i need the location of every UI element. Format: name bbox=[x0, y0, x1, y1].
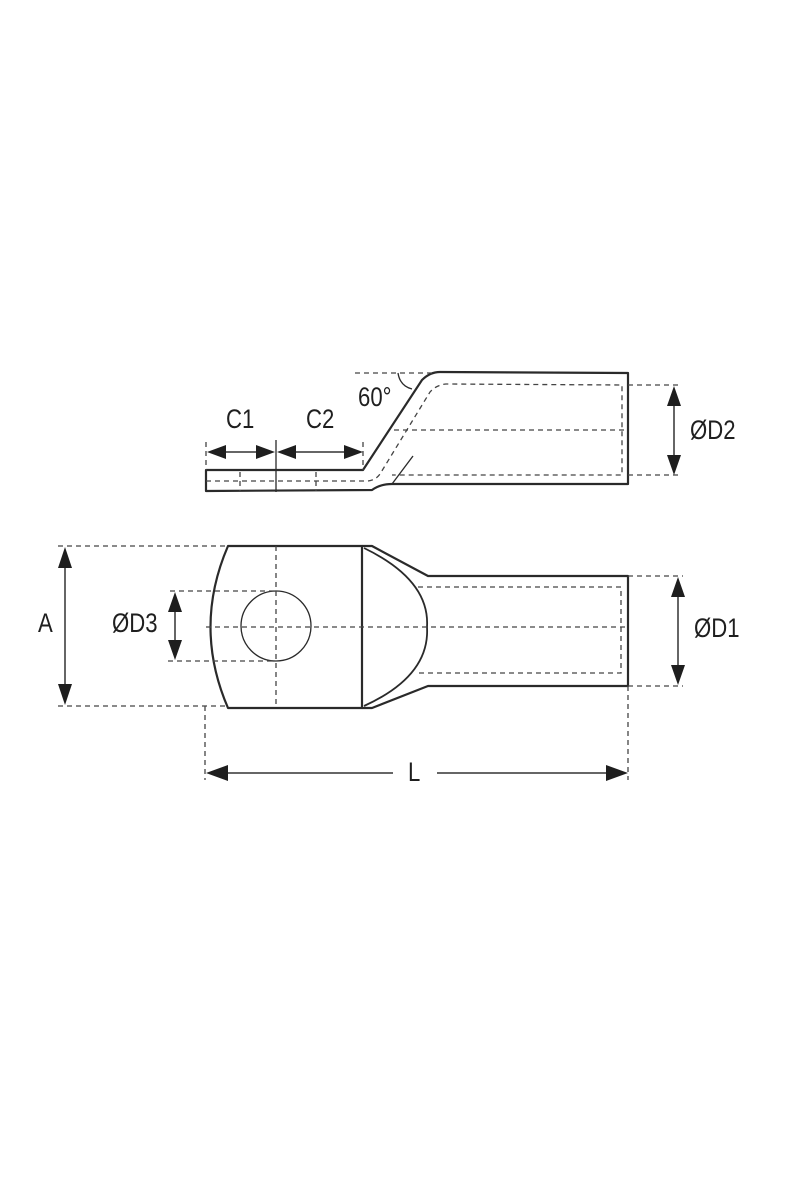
d1-arrow-down bbox=[671, 665, 685, 685]
label-d2: ØD2 bbox=[690, 415, 736, 445]
label-l: L bbox=[408, 757, 421, 787]
d2-arrow-up bbox=[667, 386, 681, 406]
angle-arc bbox=[397, 372, 413, 390]
d1-arrow-up bbox=[671, 577, 685, 597]
side-inner-bore bbox=[206, 383, 623, 482]
d1-extension-lines bbox=[628, 575, 683, 687]
label-d1: ØD1 bbox=[694, 613, 740, 643]
side-inner-slope bbox=[391, 455, 414, 485]
l-extension-lines bbox=[204, 686, 629, 780]
c2-arrow-right bbox=[344, 445, 363, 459]
top-view bbox=[58, 544, 685, 781]
barrel-outline bbox=[362, 544, 630, 710]
c1-arrow-right bbox=[256, 445, 275, 459]
a-arrow-up bbox=[58, 547, 72, 568]
palm-outline bbox=[209, 544, 364, 710]
label-d3: ØD3 bbox=[112, 608, 158, 638]
label-angle: 60° bbox=[358, 382, 392, 412]
barrel-bore bbox=[418, 586, 622, 674]
a-extension-lines bbox=[58, 545, 228, 707]
label-a: A bbox=[38, 608, 53, 638]
d3-extension-lines bbox=[168, 590, 276, 662]
c2-arrow-left bbox=[277, 445, 296, 459]
label-c1: C1 bbox=[226, 404, 255, 434]
l-arrow-left bbox=[206, 765, 228, 781]
flat-marks bbox=[239, 472, 317, 491]
label-c2: C2 bbox=[306, 404, 335, 434]
c1-arrow-left bbox=[207, 445, 226, 459]
d2-arrow-down bbox=[667, 455, 681, 475]
l-arrow-right bbox=[606, 765, 628, 781]
a-arrow-down bbox=[58, 684, 72, 705]
c-extension-lines bbox=[205, 442, 364, 470]
side-body-outline bbox=[204, 370, 630, 493]
d3-arrow-down bbox=[168, 640, 182, 660]
side-view bbox=[204, 370, 681, 493]
d3-arrow-up bbox=[168, 592, 182, 612]
